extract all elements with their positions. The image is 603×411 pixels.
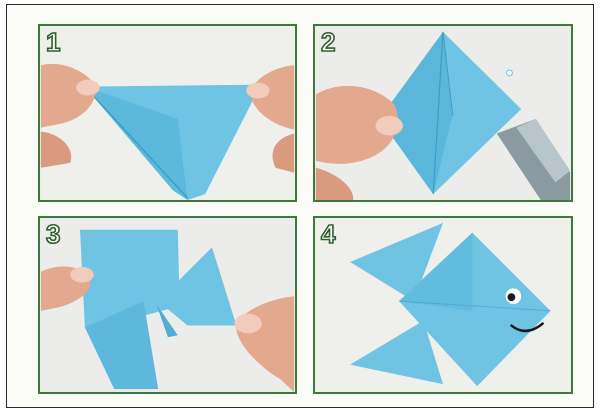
left-thumb-nail [76,80,99,96]
step-4-photo [315,218,571,392]
step-panel-4: 4 [313,216,573,394]
step-panel-3: 3 [38,216,297,394]
step-3-photo [40,218,295,392]
step-panel-2: 2 [313,24,573,202]
step-2-photo [315,26,571,200]
step-number: 3 [46,220,60,248]
step-1-photo [40,26,295,200]
step-number: 2 [321,28,335,56]
step-number: 4 [321,220,335,248]
step-panel-1: 1 [38,24,297,202]
instruction-frame: 1 2 3 [6,4,594,408]
step-number: 1 [46,28,60,56]
